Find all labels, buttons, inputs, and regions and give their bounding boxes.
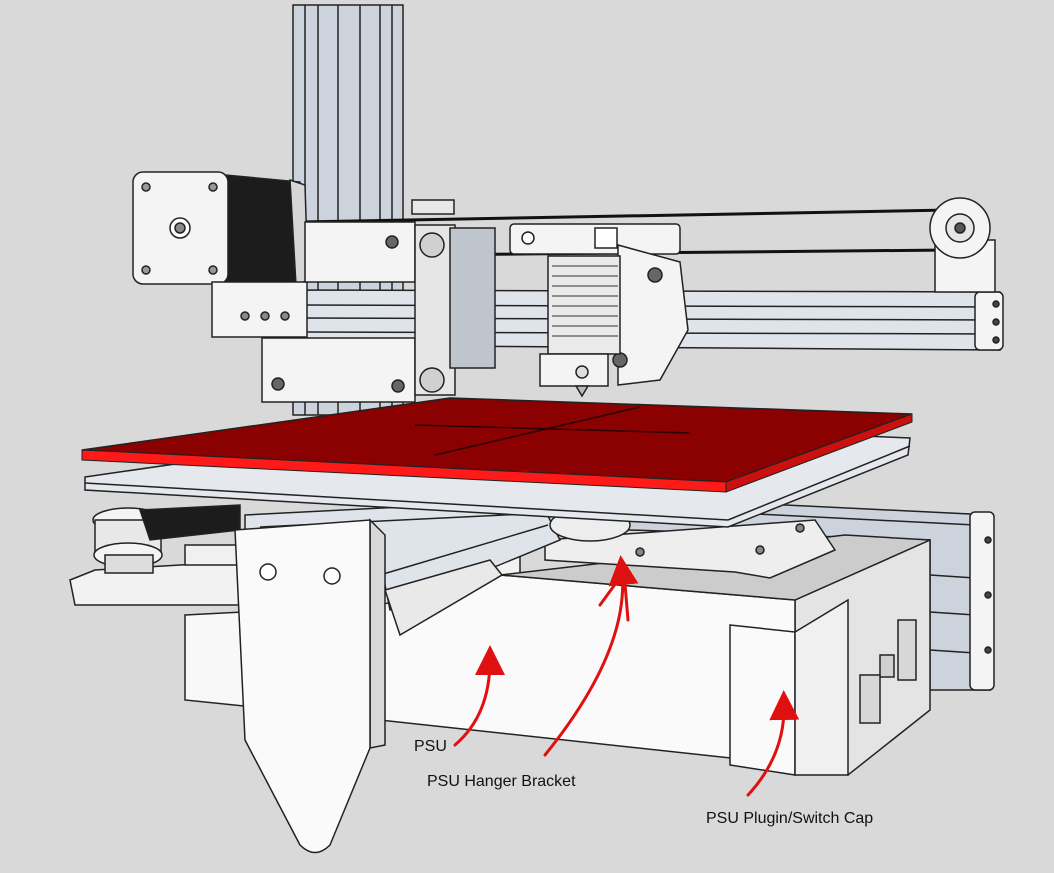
psu-plugin-switch-cap-arrow xyxy=(746,690,800,797)
callout-psu: PSU xyxy=(414,738,447,755)
callout-arrows xyxy=(453,555,800,797)
x-idler-bracket xyxy=(929,197,996,293)
callout-psu-hanger-bracket: PSU Hanger Bracket xyxy=(427,773,576,790)
front-y-bracket xyxy=(234,518,386,854)
x-stepper-motor xyxy=(132,171,309,287)
psu-hanger-bracket-arrow-barb xyxy=(598,567,630,622)
x-motor-mount xyxy=(211,199,496,403)
hotend-carriage xyxy=(509,223,689,398)
psu-plugin-switch-cap xyxy=(729,598,917,776)
psu-hanger-bracket-arrow xyxy=(543,555,639,757)
callout-psu-plugin-switch-cap: PSU Plugin/Switch Cap xyxy=(706,810,874,827)
psu-arrow xyxy=(453,645,505,747)
heated-bed xyxy=(81,397,913,493)
